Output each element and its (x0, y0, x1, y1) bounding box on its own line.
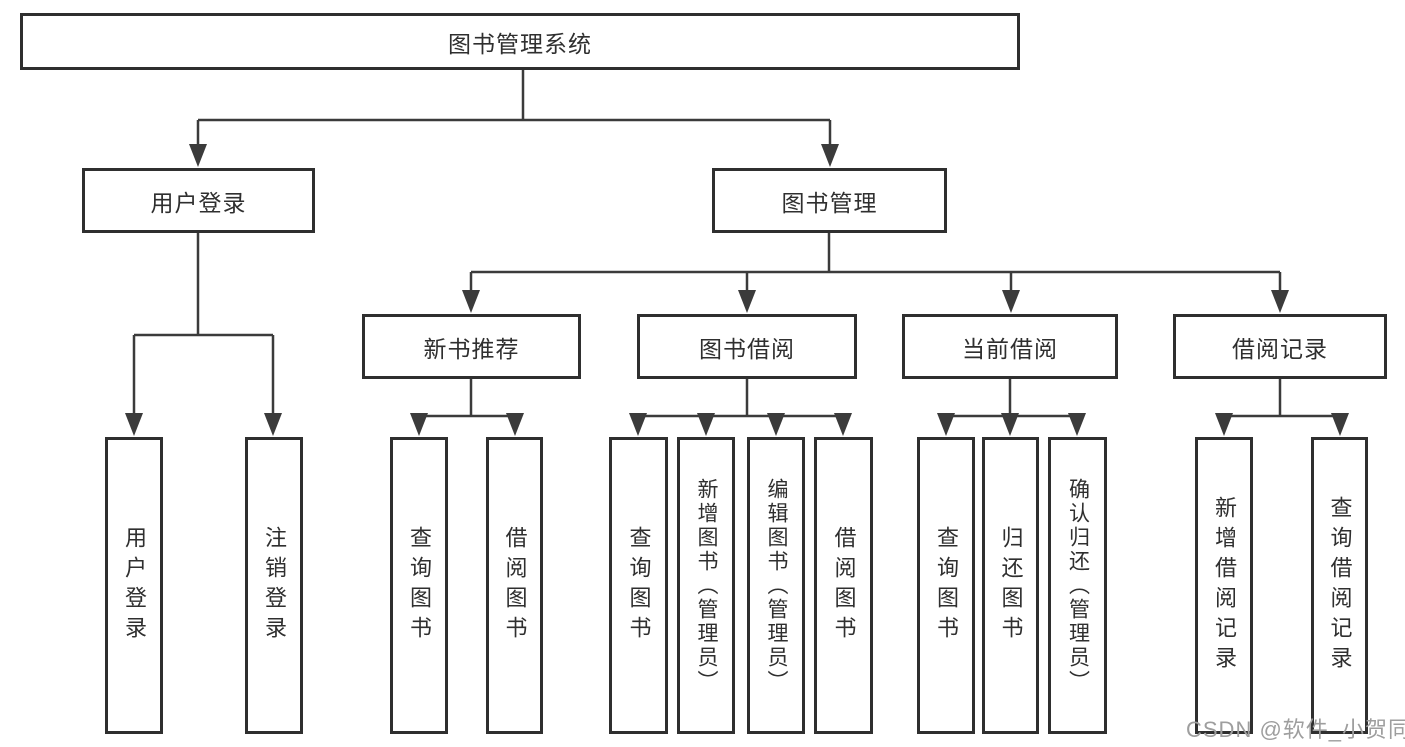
node-label: 新增图书（管理员） (695, 477, 718, 694)
node-label: 图书借阅 (699, 335, 795, 362)
node-confirm-return-admin: 确认归还（管理员） (1048, 437, 1107, 734)
node-add-book-admin: 新增图书（管理员） (677, 437, 735, 734)
node-book-management: 图书管理 (712, 168, 947, 233)
node-label: 用户登录 (150, 189, 247, 216)
arrowhead (1331, 413, 1349, 436)
arrowhead (1215, 413, 1233, 436)
arrowhead (834, 413, 852, 436)
connector-root-to-level2 (189, 70, 839, 167)
arrowhead (1001, 413, 1019, 436)
node-new-book-recommendation: 新书推荐 (362, 314, 581, 379)
node-user-login-action: 用户登录 (105, 437, 163, 734)
csdn-watermark: CSDN @软件_小贺同学 (1186, 717, 1405, 742)
arrowhead (1068, 413, 1086, 436)
node-borrow-books-borrowing: 借阅图书 (814, 437, 873, 734)
node-label: 归还图书 (998, 525, 1024, 646)
arrowhead (1002, 290, 1020, 313)
node-user-login: 用户登录 (82, 168, 315, 233)
arrowhead (629, 413, 647, 436)
node-label: 新增借阅记录 (1212, 495, 1237, 676)
node-label: 编辑图书（管理员） (765, 477, 788, 694)
arrowhead (462, 290, 480, 313)
arrowhead (821, 144, 839, 167)
connector-records-to-leaves (1215, 379, 1349, 436)
node-query-books-borrowing: 查询图书 (609, 437, 668, 734)
arrowhead (697, 413, 715, 436)
node-label: 借阅图书 (831, 525, 857, 646)
connector-user-login-to-leaves (125, 233, 282, 436)
node-label: 查询图书 (626, 525, 652, 646)
node-current-borrowing: 当前借阅 (902, 314, 1118, 379)
node-logout-action: 注销登录 (245, 437, 303, 734)
connector-newbook-to-leaves (410, 379, 524, 436)
node-label: 确认归还（管理员） (1066, 477, 1090, 694)
arrowhead (410, 413, 428, 436)
node-add-borrow-record: 新增借阅记录 (1195, 437, 1253, 734)
connector-book-mgmt-to-level3 (462, 233, 1289, 313)
node-label: 查询图书 (407, 525, 432, 646)
node-library-management-system: 图书管理系统 (20, 13, 1020, 70)
connector-bookborrow-to-leaves (629, 379, 852, 436)
arrowhead (506, 413, 524, 436)
node-label: 注销登录 (262, 525, 287, 646)
node-label: 借阅图书 (502, 525, 528, 646)
arrowhead (264, 413, 282, 436)
node-query-borrow-record: 查询借阅记录 (1311, 437, 1368, 734)
node-label: 查询借阅记录 (1327, 495, 1353, 676)
arrowhead (1271, 290, 1289, 313)
connector-currentborrow-to-leaves (937, 379, 1086, 436)
node-borrowing-records: 借阅记录 (1173, 314, 1387, 379)
node-label: 图书管理 (781, 189, 878, 216)
node-label: 新书推荐 (423, 335, 520, 362)
node-edit-book-admin: 编辑图书（管理员） (747, 437, 805, 734)
arrowhead (189, 144, 207, 167)
node-label: 图书管理系统 (448, 30, 592, 57)
arrowhead (767, 413, 785, 436)
node-label: 用户登录 (122, 525, 147, 646)
node-label: 查询图书 (934, 525, 959, 646)
node-label: 借阅记录 (1232, 335, 1328, 362)
node-book-borrowing: 图书借阅 (637, 314, 857, 379)
node-query-books-recommend: 查询图书 (390, 437, 448, 734)
arrowhead (125, 413, 143, 436)
node-label: 当前借阅 (962, 335, 1058, 362)
node-borrow-books-recommend: 借阅图书 (486, 437, 543, 734)
node-query-books-current: 查询图书 (917, 437, 975, 734)
arrowhead (738, 290, 756, 313)
node-return-books: 归还图书 (982, 437, 1039, 734)
arrowhead (937, 413, 955, 436)
